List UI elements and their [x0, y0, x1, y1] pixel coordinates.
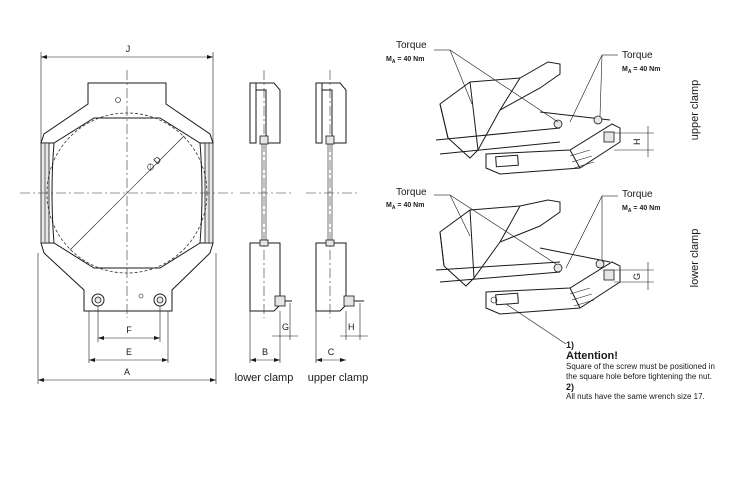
- dim-j-label: J: [126, 44, 131, 54]
- dim-g-label: G: [282, 322, 289, 332]
- dim-h-label: H: [348, 322, 355, 332]
- iso-upper-clamp: H upper clamp: [434, 49, 701, 175]
- svg-text:Torque: Torque: [622, 189, 653, 200]
- small-hole: [138, 293, 144, 299]
- note-2-number: 2): [566, 382, 575, 392]
- svg-text:MA = 40 Nm: MA = 40 Nm: [622, 205, 660, 214]
- lower-clamp-side-caption: lower clamp: [689, 229, 701, 288]
- upper-clamp-side-caption: upper clamp: [689, 80, 701, 141]
- upper-clamp-caption: upper clamp: [308, 372, 369, 384]
- note-2-text: All nuts have the same wrench size 17.: [566, 392, 705, 401]
- dim-c-label: C: [328, 347, 335, 357]
- torque-label-upper-right: Torque MA = 40 Nm: [622, 50, 660, 75]
- dim-g-right-label: G: [632, 273, 642, 280]
- note-1-number: 1): [566, 340, 575, 350]
- dim-e-label: E: [126, 347, 132, 357]
- bracket-hole: [115, 97, 121, 103]
- torque-label-lower-right: Torque MA = 40 Nm: [622, 189, 660, 214]
- dim-b-label: B: [262, 347, 268, 357]
- svg-text:Torque: Torque: [396, 40, 427, 51]
- svg-text:Torque: Torque: [622, 50, 653, 61]
- svg-text:Torque: Torque: [396, 187, 427, 198]
- attention-heading: Attention!: [566, 350, 618, 362]
- upper-clamp-side-view: H C upper clamp: [306, 70, 368, 384]
- svg-text:MA = 40 Nm: MA = 40 Nm: [386, 202, 424, 211]
- front-view: ∅ D J F E A: [20, 44, 234, 384]
- dim-h-right-label: H: [632, 139, 642, 146]
- lower-clamp-side-view: G B lower clamp: [235, 70, 298, 384]
- dim-f-label: F: [126, 325, 132, 335]
- lower-clamp-caption: lower clamp: [235, 372, 294, 384]
- iso-lower-clamp: G lower clamp: [434, 194, 701, 345]
- dim-d-label: ∅ D: [144, 154, 163, 173]
- torque-label-upper-left: Torque MA = 40 Nm: [386, 40, 427, 65]
- dim-a-label: A: [124, 367, 130, 377]
- svg-text:MA = 40 Nm: MA = 40 Nm: [386, 56, 424, 65]
- note-1-text: Square of the screw must be positioned i…: [566, 362, 715, 381]
- torque-label-lower-left: Torque MA = 40 Nm: [386, 187, 427, 211]
- assembly-notes: 1) Attention! Square of the screw must b…: [566, 340, 726, 402]
- svg-text:MA = 40 Nm: MA = 40 Nm: [622, 66, 660, 75]
